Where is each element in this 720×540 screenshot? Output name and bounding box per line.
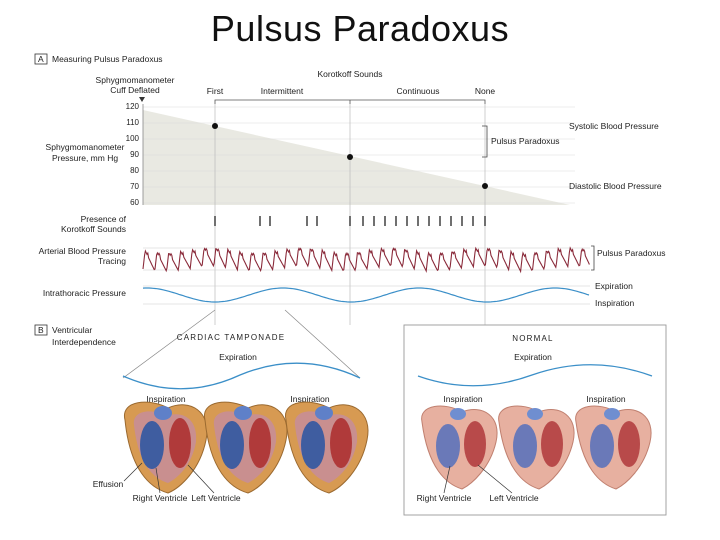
y-tick-60: 60 [130,198,139,207]
cuff-label-2: Cuff Deflated [110,85,160,95]
normal-heart-2 [498,405,575,490]
zoom-line-left [122,309,216,379]
normal-heart-1 [421,405,498,490]
pressure-label-1: Sphygmomanometer [46,142,125,152]
phase-intermittent: Intermittent [261,86,304,96]
presence-label-1: Presence of [81,214,127,224]
phase-continuous: Continuous [396,86,439,96]
diastolic-label: Diastolic Blood Pressure [569,181,662,191]
pressure-chart: 120 110 100 90 80 70 60 Sphygmomanometer… [46,102,662,325]
pulsus-bracket [482,125,488,158]
normal-frame [403,324,667,516]
korotkoff-ticks [214,216,486,226]
panel-b-letter: B [38,325,44,335]
systolic-point [212,123,218,129]
pressure-wedge [143,110,570,205]
tamponade-heart-3 [285,401,369,494]
tamponade-expiration: Expiration [219,352,257,362]
panel-a-heading: Measuring Pulsus Paradoxus [52,54,163,64]
intrathoracic-label: Intrathoracic Pressure [43,288,126,298]
tamponade-title: CARDIAC TAMPONADE [177,333,286,342]
presence-label-2: Korotkoff Sounds [61,224,126,234]
arterial-pulsus-label: Pulsus Paradoxus [597,248,666,258]
arterial-bracket [591,245,595,271]
intrathoracic-inspiration: Inspiration [595,298,634,308]
arterial-trace [142,246,590,274]
tamponade-inspiration-2: Inspiration [290,394,329,404]
pulsus-label: Pulsus Paradoxus [491,136,560,146]
pressure-label-2: Pressure, mm Hg [52,153,118,163]
arterial-label-1: Arterial Blood Pressure [39,246,127,256]
arterial-label-2: Tracing [98,256,126,266]
page-title: Pulsus Paradoxus [210,8,510,49]
diastolic-point [482,183,488,189]
y-tick-70: 70 [130,182,139,191]
normal-expiration: Expiration [514,352,552,362]
y-tick-90: 90 [130,150,139,159]
panel-b-box [34,324,48,336]
midpoint-point [347,154,353,160]
y-tick-80: 80 [130,166,139,175]
korotkoff-title: Korotkoff Sounds [317,69,382,79]
normal-heart-3 [575,405,652,490]
tamponade-heart-1 [124,401,208,494]
tamponade-inspiration-1: Inspiration [146,394,185,404]
tamponade-lv-label: Left Ventricle [191,493,240,503]
tamponade-rv-label: Right Ventricle [133,493,188,503]
panel-b-heading-2: Interdependence [52,337,116,347]
normal-rv-label: Right Ventricle [417,493,472,503]
intrathoracic-wave [142,287,590,303]
cuff-arrow-icon [139,97,145,102]
y-tick-100: 100 [126,134,140,143]
effusion-label: Effusion [93,479,124,489]
cuff-label-1: Sphygmomanometer [96,75,175,85]
phase-none: None [475,86,496,96]
normal-title: NORMAL [512,334,553,343]
systolic-label: Systolic Blood Pressure [569,121,659,131]
normal-inspiration-1: Inspiration [443,394,482,404]
panel-b-heading-1: Ventricular [52,325,92,335]
zoom-line-right [284,309,361,379]
tamponade-wave [122,362,361,390]
normal-wave [417,364,653,387]
panel-a-box [34,53,48,65]
y-tick-110: 110 [126,118,139,127]
tamponade-heart-2 [204,401,288,494]
intrathoracic-expiration: Expiration [595,281,633,291]
normal-lv-label: Left Ventricle [489,493,538,503]
panel-a-letter: A [38,54,44,64]
phase-first: First [207,86,224,96]
normal-inspiration-2: Inspiration [586,394,625,404]
y-tick-120: 120 [126,102,140,111]
